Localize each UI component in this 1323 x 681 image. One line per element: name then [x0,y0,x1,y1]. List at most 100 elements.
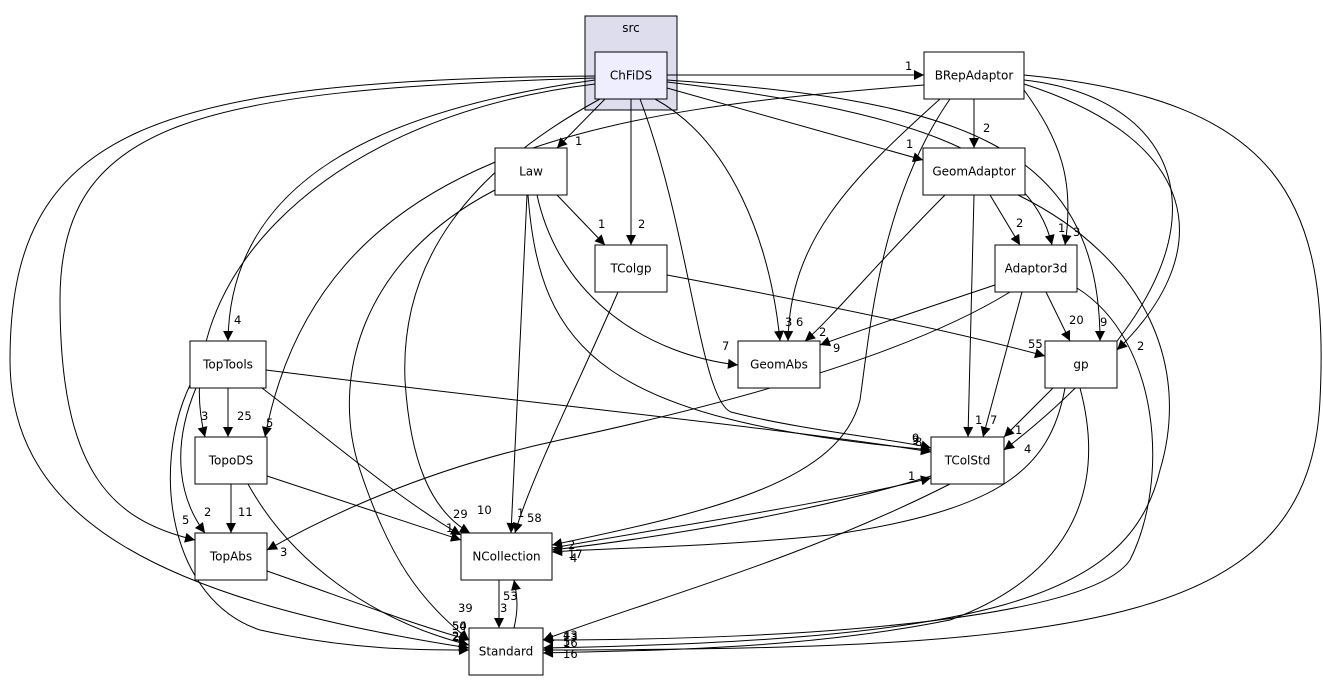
edge-count-label[interactable]: 25 [237,409,252,423]
node-label[interactable]: Law [519,165,543,179]
node-box[interactable] [594,244,668,293]
node-label[interactable]: ChFiDS [610,69,652,83]
edge-count-label[interactable]: 20 [1069,313,1084,327]
edge-count-label[interactable]: 11 [238,505,253,519]
edge-count-label[interactable]: 2 [1137,339,1144,353]
edge-count-label[interactable]: 4 [570,551,577,565]
edge-count-label[interactable]: 1 [446,521,453,535]
node-box[interactable] [923,51,1025,100]
node-box[interactable] [994,244,1078,293]
edge-count-label[interactable]: 3 [201,409,208,423]
edge-count-label[interactable]: 2 [452,630,459,644]
edge-count-label[interactable]: 3 [280,545,287,559]
edge-count-label[interactable]: 5 [182,513,189,527]
node-box[interactable] [194,436,268,485]
node-brepadaptor[interactable]: BRepAdaptor [923,51,1025,100]
node-ncollection[interactable]: NCollection [460,532,553,581]
node-gp[interactable]: gp [1044,340,1118,389]
node-label[interactable]: Adaptor3d [1005,262,1068,276]
edge-count-label[interactable]: 1 [905,59,912,73]
edge-count-label[interactable]: 2 [819,325,826,339]
edge-line [551,387,1066,557]
node-label[interactable]: TopTools [202,358,253,372]
edge-count-label[interactable]: 8 [915,435,922,449]
edge-count-label[interactable]: 5 [266,416,273,430]
edge-count-label[interactable]: 43 [563,628,578,642]
edge-count-label[interactable]: 5 [563,635,570,649]
node-box[interactable] [460,532,553,581]
edge-count-label[interactable]: 9 [912,431,919,445]
node-label[interactable]: TColStd [944,454,991,468]
edge-line [963,194,975,438]
node-adaptor3d[interactable]: Adaptor3d [994,244,1078,293]
edge-count-label[interactable]: 2 [983,121,990,135]
node-label[interactable]: TColgp [610,262,652,276]
node-chfids[interactable]: ChFiDS [594,51,668,100]
edge-count-label[interactable]: 7 [990,413,997,427]
edge-count-label[interactable]: 6 [796,315,803,329]
edge-count-label[interactable]: 16 [563,647,578,661]
node-box[interactable] [194,532,268,581]
edge-count-label[interactable]: 58 [527,511,542,525]
node-geomadaptor[interactable]: GeomAdaptor [922,147,1026,196]
edge-count-label[interactable]: 3 [1073,225,1080,239]
node-topabs[interactable]: TopAbs [194,532,268,581]
node-box[interactable] [930,436,1005,485]
edge-count-label[interactable]: 55 [1028,337,1043,351]
node-box[interactable] [1044,340,1118,389]
edge-count-label[interactable]: 39 [458,601,473,615]
node-label[interactable]: GeomAbs [750,358,808,372]
node-label[interactable]: Standard [479,645,534,659]
node-topods[interactable]: TopoDS [194,436,268,485]
edge-count-label[interactable]: 1 [975,413,982,427]
edge-count-label[interactable]: 10 [477,503,492,517]
edge-line [1023,83,1180,351]
edge-count-label[interactable]: 7 [722,339,729,353]
edge-count-label[interactable]: 4 [234,313,241,327]
node-law[interactable]: Law [494,147,568,196]
edge-line [556,194,606,246]
node-box[interactable] [494,147,568,196]
edge-count-label[interactable]: 2 [1016,216,1023,230]
edge-law-to-ncollection: 1 [506,194,528,534]
node-label[interactable]: NCollection [472,550,540,564]
edge-line [59,77,596,543]
node-box[interactable] [189,340,267,389]
edge-count-label[interactable]: 1 [908,469,915,483]
edge-count-label[interactable]: 1 [598,217,605,231]
node-tcolstd[interactable]: TColStd [930,436,1005,485]
edge-count-label[interactable]: 1 [1015,423,1022,437]
edge-count-label[interactable]: 54 [452,619,467,633]
node-box[interactable] [468,627,544,676]
edge-count-label[interactable]: 4 [1024,442,1031,456]
node-label[interactable]: TopAbs [209,550,252,564]
node-standard[interactable]: Standard [468,627,544,676]
edge-count-label[interactable]: 2 [638,217,645,231]
edge-count-label[interactable]: 29 [453,507,468,521]
edge-count-label[interactable]: 9 [912,433,919,447]
node-tcolgp[interactable]: TColgp [594,244,668,293]
edge-count-label[interactable]: 53 [503,589,518,603]
node-box[interactable] [594,51,668,100]
node-box[interactable] [737,340,821,389]
node-toptools[interactable]: TopTools [189,340,267,389]
edge-count-label[interactable]: 17 [568,547,583,561]
edge-line [506,194,528,534]
edge-count-label[interactable]: 9 [1100,315,1107,329]
edge-count-label[interactable]: 1 [517,506,524,520]
edge-brepadaptor-to-gp: 2 [1023,83,1180,353]
node-box[interactable] [922,147,1026,196]
node-label[interactable]: BRepAdaptor [935,69,1014,83]
node-label[interactable]: gp [1073,358,1088,372]
node-geomabs[interactable]: GeomAbs [737,340,821,389]
edge-count-label[interactable]: 3 [500,601,507,615]
edge-count-label[interactable]: 1 [906,137,913,151]
edge-count-label[interactable]: 50 [452,619,467,633]
edge-count-label[interactable]: 9 [833,341,840,355]
node-label[interactable]: TopoDS [208,454,253,468]
edge-count-label[interactable]: 13 [563,630,578,644]
edge-count-label[interactable]: 2 [204,505,211,519]
edge-count-label[interactable]: 1 [1058,221,1065,235]
node-label[interactable]: GeomAdaptor [932,165,1015,179]
edge-count-label[interactable]: 1 [575,134,582,148]
